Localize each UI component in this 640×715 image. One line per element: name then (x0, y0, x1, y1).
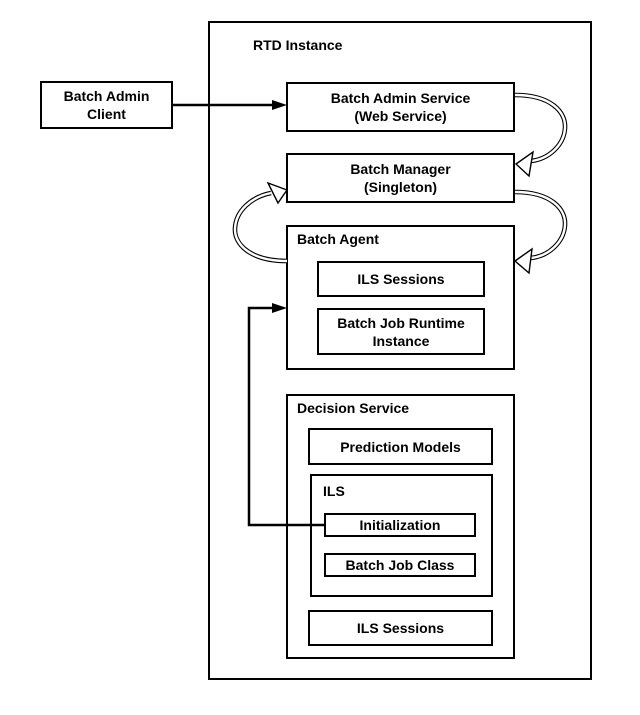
initialization-box: Initialization (324, 513, 476, 537)
batch-admin-client-box: Batch Admin Client (40, 81, 173, 129)
batch-job-runtime-line1: Batch Job Runtime (337, 314, 465, 331)
decision-service-ils-sessions-box: ILS Sessions (308, 610, 493, 646)
initialization-label: Initialization (359, 517, 441, 533)
decision-service-label: Decision Service (297, 400, 410, 416)
batch-job-class-box: Batch Job Class (324, 553, 476, 577)
batch-agent-ils-sessions-label: ILS Sessions (357, 271, 445, 287)
prediction-models-box: Prediction Models (308, 428, 493, 465)
batch-job-runtime-line2: Instance (372, 332, 430, 349)
batch-job-class-label: Batch Job Class (345, 557, 455, 573)
ils-label: ILS (323, 483, 345, 499)
batch-admin-client-line2: Client (87, 106, 126, 122)
batch-manager-line2: (Singleton) (363, 179, 438, 195)
batch-manager-box: Batch Manager (Singleton) (286, 153, 515, 203)
decision-service-ils-sessions-label: ILS Sessions (356, 620, 445, 636)
batch-admin-service-line1: Batch Admin Service (330, 90, 471, 106)
batch-agent-label: Batch Agent (297, 231, 379, 247)
batch-manager-line1: Batch Manager (350, 161, 451, 177)
batch-admin-client-line1: Batch Admin (63, 88, 150, 104)
batch-job-runtime-instance-box: Batch Job Runtime Instance (317, 308, 485, 355)
batch-agent-ils-sessions-box: ILS Sessions (317, 261, 485, 297)
batch-admin-service-line2: (Web Service) (354, 108, 447, 124)
batch-admin-service-box: Batch Admin Service (Web Service) (286, 82, 515, 132)
prediction-models-label: Prediction Models (340, 438, 461, 455)
rtd-instance-label: RTD Instance (253, 37, 343, 53)
